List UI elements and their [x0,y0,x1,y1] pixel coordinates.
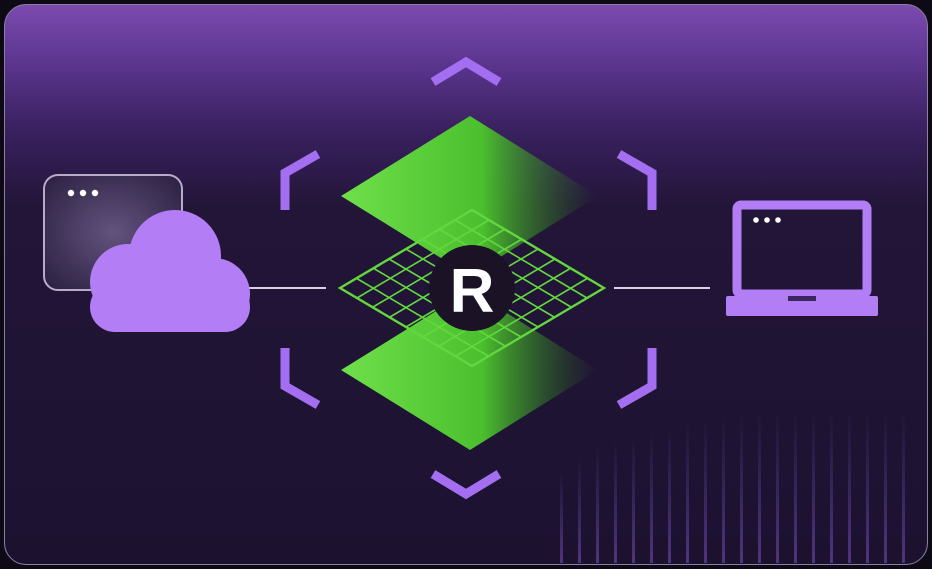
cloud-icon [90,210,250,332]
decorative-stripes [560,410,905,563]
bracket-bottom-right-icon [616,348,657,409]
laptop-base [726,296,878,316]
logo-letter: R [450,257,495,326]
bracket-bottom-left-icon [280,348,321,409]
chevron-up-icon [430,56,502,86]
chevron-down-icon [430,470,502,500]
logo-circle [429,245,515,331]
window-dots-icon [753,217,781,223]
laptop-notch [788,296,816,301]
bracket-top-left-icon [280,150,321,210]
frame-brackets [280,150,657,409]
window-dots-icon [67,189,99,197]
bracket-top-right-icon [616,150,657,210]
top-layer-diamond [341,116,598,276]
logo: R [429,245,515,331]
laptop-icon [726,200,878,316]
cloud-window-icon [43,174,250,332]
laptop-screen [732,200,872,299]
